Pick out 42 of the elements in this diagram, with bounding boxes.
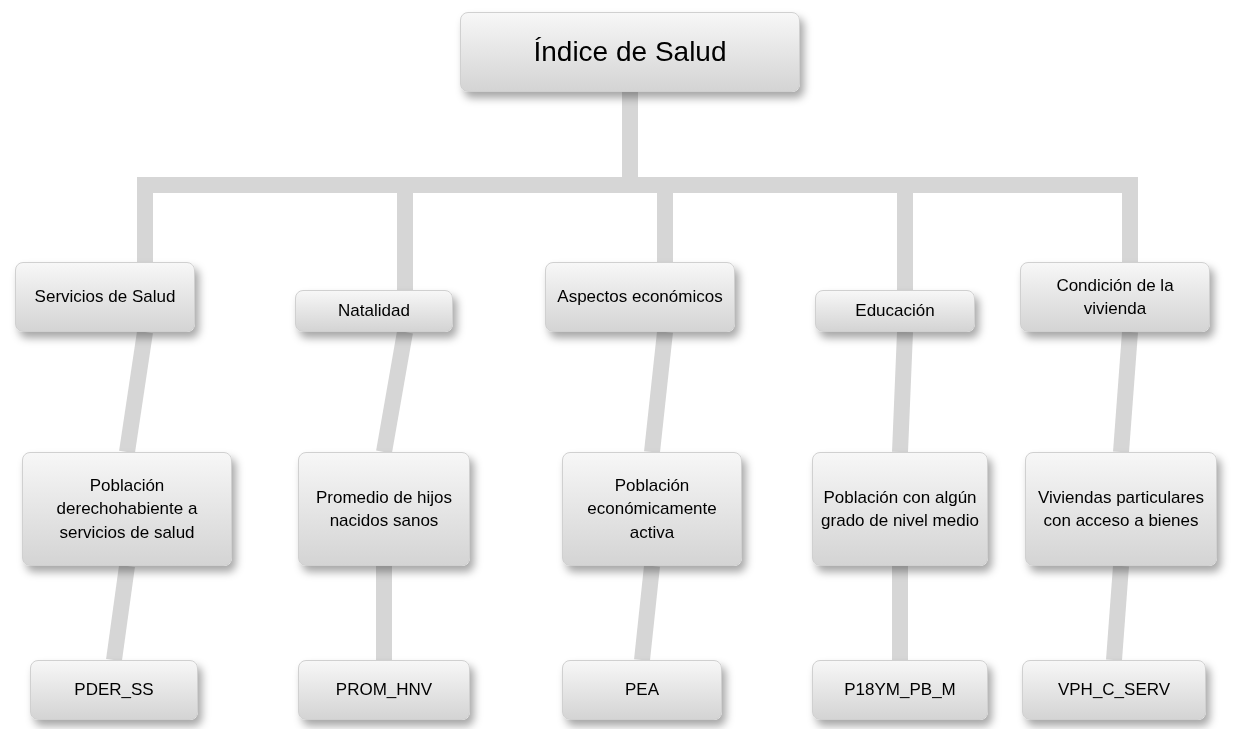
- box-label: VPH_C_SERV: [1057, 679, 1171, 702]
- box-label: P18YM_PB_M: [844, 679, 956, 702]
- category-box: [812, 452, 988, 566]
- box-label: Educación: [855, 300, 935, 323]
- category-box: [812, 660, 988, 720]
- box-label: Condición de la vivienda: [1055, 274, 1175, 320]
- category-box: [298, 452, 470, 566]
- category-box: [1020, 262, 1210, 332]
- box-label: Población derechohabiente a servicios de salud: [55, 474, 199, 544]
- box-label: Natalidad: [338, 300, 410, 323]
- connector-bar: [1106, 565, 1129, 661]
- title-box: [460, 12, 800, 92]
- category-box: [298, 660, 470, 720]
- box-label: Población económicamente activa: [586, 474, 718, 544]
- connector-bar: [106, 564, 135, 662]
- category-box: [30, 660, 198, 720]
- connector-bar: [634, 565, 660, 661]
- connector-bar: [644, 331, 673, 453]
- category-box: [562, 452, 742, 566]
- category-box: [22, 452, 232, 566]
- category-box: [545, 262, 735, 332]
- box-label: PROM_HNV: [335, 679, 433, 702]
- category-box: [1025, 452, 1217, 566]
- connector-bar: [376, 330, 413, 454]
- connector-bar: [376, 566, 392, 660]
- box-label: Servicios de Salud: [34, 286, 176, 309]
- connector-bar: [1113, 331, 1138, 453]
- connector-bar: [892, 331, 913, 453]
- category-box: [295, 290, 453, 332]
- box-label: Índice de Salud: [533, 34, 727, 69]
- connector-bar: [119, 330, 153, 454]
- category-box: [562, 660, 722, 720]
- box-label: Población con algún grado de nivel medio: [821, 486, 979, 532]
- category-box: [815, 290, 975, 332]
- box-label: PDER_SS: [74, 679, 154, 702]
- category-box: [15, 262, 195, 332]
- box-label: Promedio de hijos nacidos sanos: [314, 486, 454, 532]
- box-label: Viviendas particulares con acceso a bienes: [1037, 486, 1205, 532]
- box-label: Aspectos económicos: [557, 286, 723, 309]
- connector-bar: [892, 566, 908, 660]
- category-box: [1022, 660, 1206, 720]
- box-label: PEA: [625, 679, 659, 702]
